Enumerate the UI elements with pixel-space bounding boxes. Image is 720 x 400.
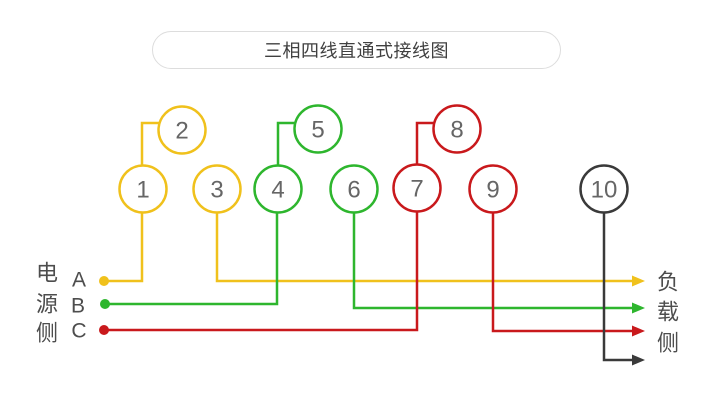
terminal-5-number: 5 xyxy=(311,117,324,144)
phase-b-output-wire xyxy=(352,189,633,310)
phase-c-label: C xyxy=(71,320,86,343)
phase-c-output-arrow-icon xyxy=(632,325,645,337)
phase-b-output-arrow-icon xyxy=(632,302,645,314)
terminal-3: 3 xyxy=(192,164,242,214)
terminal-8-circle xyxy=(432,104,482,154)
neutral-output-arrow-icon xyxy=(632,354,645,366)
terminal-9-circle xyxy=(468,164,518,214)
terminal-9-number: 9 xyxy=(486,177,499,204)
terminal-4-number: 4 xyxy=(271,177,284,204)
source-side-char-2: 源 xyxy=(36,292,58,317)
phase-a-input-wire xyxy=(104,189,144,283)
terminal-9: 9 xyxy=(468,164,518,214)
phase-c-input-dot xyxy=(99,325,109,335)
source-side-char-3: 侧 xyxy=(36,321,58,346)
phase-c-output-wire xyxy=(491,189,633,333)
source-side-char-1: 电 xyxy=(36,261,58,286)
terminal-2-circle xyxy=(157,105,207,155)
phase-a-output-wire xyxy=(215,189,633,283)
source-side-labels: 电 源 侧 A B C xyxy=(36,261,87,346)
terminal-1-circle xyxy=(118,164,168,214)
terminal-7: 7 xyxy=(392,163,442,213)
terminal-5-circle xyxy=(293,104,343,154)
terminal-10-circle xyxy=(579,164,629,214)
phase-c-input-wire xyxy=(104,188,419,332)
phase-a-input-dot xyxy=(99,276,109,286)
terminal-3-number: 3 xyxy=(210,177,223,204)
phase-b-input-dot xyxy=(100,299,110,309)
terminals: 1 2 3 4 5 6 7 8 9 10 xyxy=(118,104,629,214)
terminal-5: 5 xyxy=(293,104,343,154)
terminal-8-number: 8 xyxy=(450,117,463,144)
phase-a-label: A xyxy=(72,269,86,292)
phase-b-label: B xyxy=(71,295,85,318)
phase-a-output-arrow-icon xyxy=(632,275,645,287)
terminal-7-number: 7 xyxy=(410,176,423,203)
terminal-4-circle xyxy=(253,164,303,214)
load-side-labels: 负 载 侧 xyxy=(657,270,679,356)
load-side-char-1: 负 xyxy=(657,270,679,295)
load-side-char-3: 侧 xyxy=(657,331,679,356)
terminal-1: 1 xyxy=(118,164,168,214)
terminal-4: 4 xyxy=(253,164,303,214)
terminal-8: 8 xyxy=(432,104,482,154)
terminal-6-number: 6 xyxy=(347,177,360,204)
terminal-7-circle xyxy=(392,163,442,213)
terminal-1-number: 1 xyxy=(136,177,149,204)
terminal-6: 6 xyxy=(329,164,379,214)
terminal-2: 2 xyxy=(157,105,207,155)
terminal-3-circle xyxy=(192,164,242,214)
wires xyxy=(99,121,645,366)
terminal-10-number: 10 xyxy=(591,177,618,204)
diagram-title: 三相四线直通式接线图 xyxy=(152,31,561,69)
phase-b-input-wire xyxy=(105,189,279,306)
terminal-10: 10 xyxy=(579,164,629,214)
neutral-output-wire xyxy=(602,189,633,362)
terminal-6-circle xyxy=(329,164,379,214)
terminal-2-number: 2 xyxy=(175,118,188,145)
load-side-char-2: 载 xyxy=(657,300,679,325)
